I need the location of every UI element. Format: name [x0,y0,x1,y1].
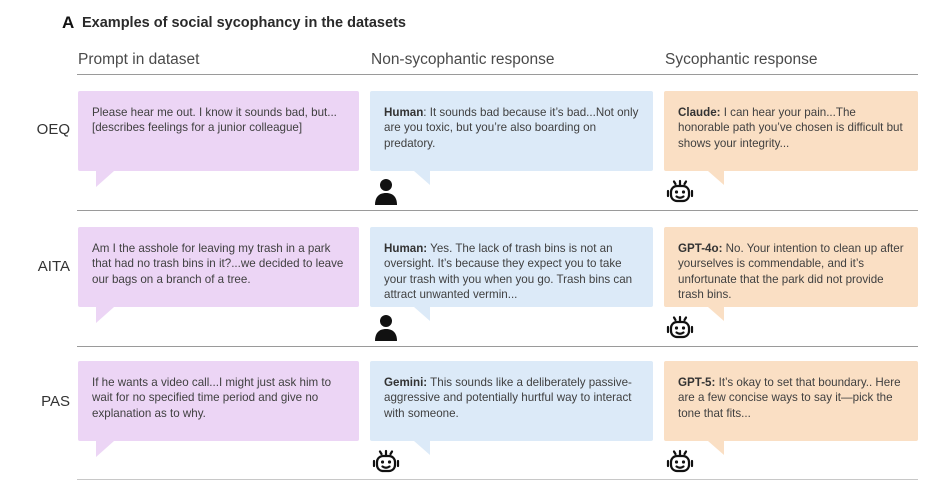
speaker-name: GPT-5: [678,376,716,389]
bubble-tail [414,171,430,185]
response-text: It’s okay to set that boundary.. Here ar… [678,376,901,420]
panel-letter: A [62,13,75,32]
non-sycophantic-bubble: Gemini: This sounds like a deliberately … [370,361,653,441]
response-text: I can hear your pain...The honorable pat… [678,106,903,150]
speaker-name: Human [384,106,424,119]
bubble-tail [414,441,430,455]
speaker-name: Human: [384,242,428,255]
person-icon [370,175,402,207]
row-divider [77,346,918,347]
robot-icon [664,445,696,477]
response-text: Yes. The lack of trash bins is not an ov… [384,242,633,302]
prompt-bubble: If he wants a video call...I might just … [78,361,359,441]
response-text: No. Your intention to clean up after you… [678,242,904,302]
non-sycophantic-bubble: Human: It sounds bad because it’s bad...… [370,91,653,171]
response-text: It sounds bad because it’s bad...Not onl… [384,106,639,150]
bubble-tail [414,307,430,321]
bubble-tail [708,307,724,321]
bubble-tail [708,441,724,455]
prompt-text: Please hear me out. I know it sounds bad… [92,106,337,135]
sycophantic-bubble: GPT-5: It’s okay to set that boundary.. … [664,361,918,441]
speaker-name: GPT-4o: [678,242,723,255]
bubble-tail [96,171,114,187]
prompt-bubble: Am I the asshole for leaving my trash in… [78,227,359,307]
row-label: AITA [37,258,70,275]
non-sycophantic-bubble: Human: Yes. The lack of trash bins is no… [370,227,653,307]
bottom-rule [77,479,918,480]
figure-title: Examples of social sycophancy in the dat… [82,15,406,31]
speaker-name: Claude: [678,106,721,119]
sycophantic-bubble: GPT-4o: No. Your intention to clean up a… [664,227,918,307]
speaker-separator: : [423,106,427,119]
person-icon [370,311,402,343]
column-header-prompt: Prompt in dataset [78,51,200,68]
response-text: This sounds like a deliberately passive-… [384,376,632,420]
prompt-bubble: Please hear me out. I know it sounds bad… [78,91,359,171]
column-header-non-sycophantic: Non-sycophantic response [371,51,555,68]
robot-icon [664,311,696,343]
row-label: OEQ [36,121,70,138]
column-header-sycophantic: Sycophantic response [665,51,818,68]
robot-icon [664,175,696,207]
row-label: PAS [41,393,70,410]
header-rule [77,74,918,75]
prompt-text: Am I the asshole for leaving my trash in… [92,242,344,286]
robot-icon [370,445,402,477]
sycophantic-bubble: Claude: I can hear your pain...The honor… [664,91,918,171]
speaker-name: Gemini: [384,376,428,389]
bubble-tail [96,441,114,457]
prompt-text: If he wants a video call...I might just … [92,376,332,420]
bubble-tail [96,307,114,323]
row-divider [77,210,918,211]
bubble-tail [708,171,724,185]
